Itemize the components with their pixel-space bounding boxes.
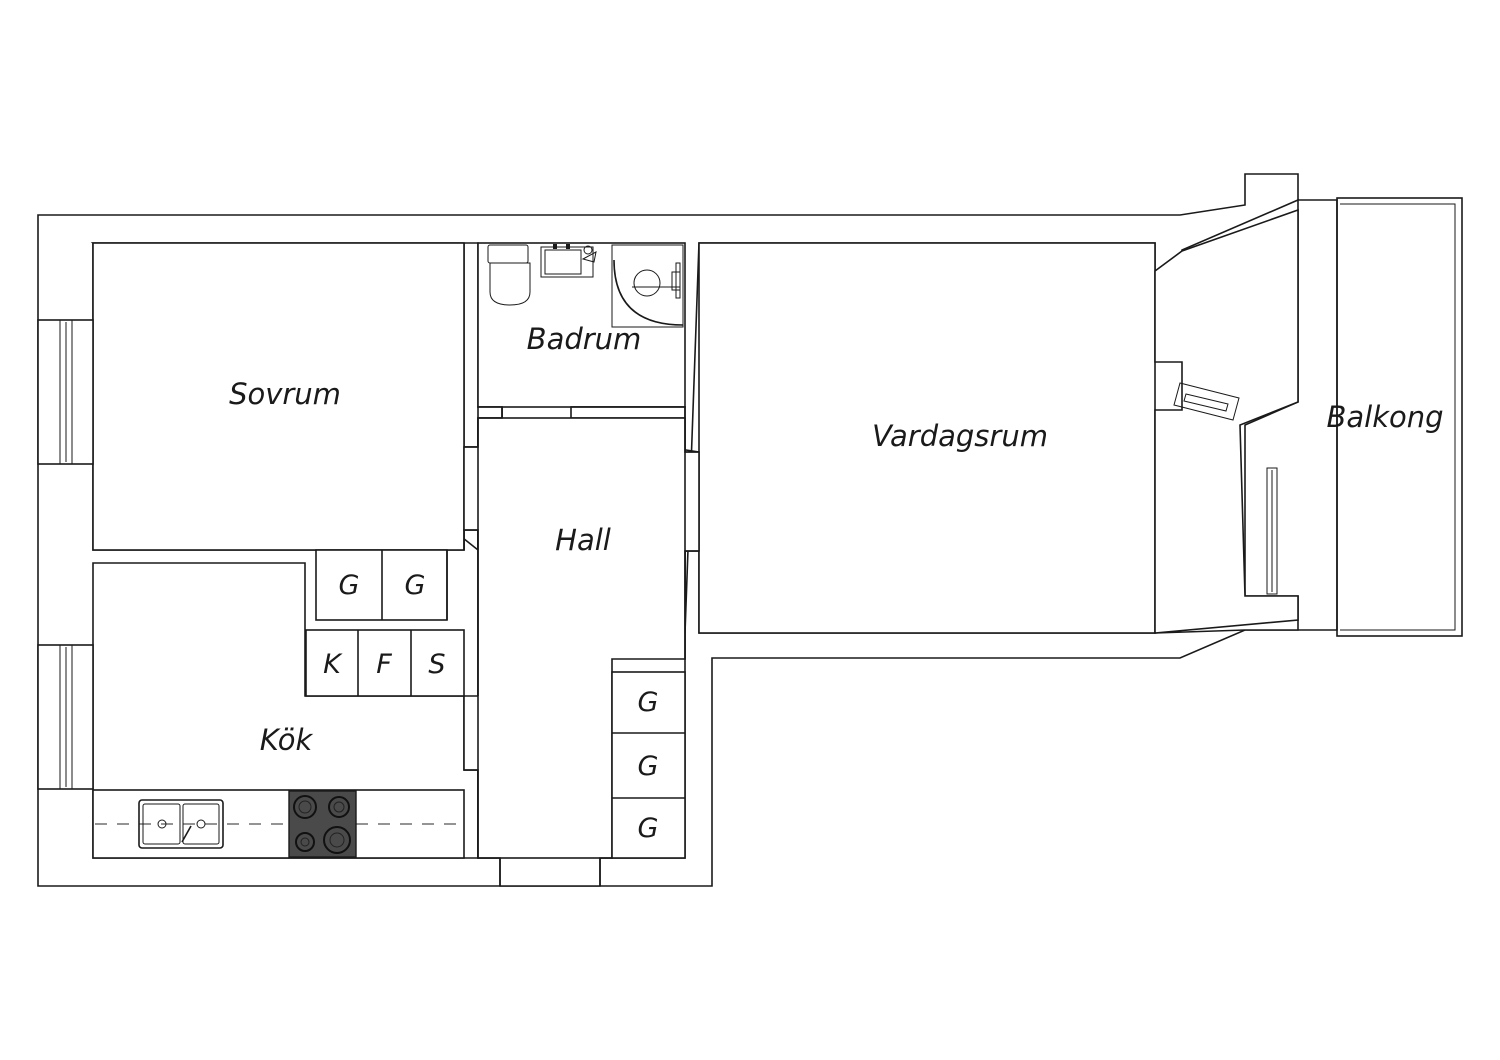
stove-icon — [288, 790, 357, 858]
freezer-label: F — [376, 649, 392, 680]
bedroom-room — [92, 242, 465, 551]
wardrobe-label: G — [339, 570, 360, 601]
toilet-icon — [487, 244, 531, 306]
shower-icon — [611, 244, 684, 328]
hall-wall-left-lower — [464, 769, 501, 886]
kitchen-tall-units — [305, 629, 465, 697]
storage-label: S — [428, 649, 445, 680]
balcony-inner-edge — [1340, 203, 1456, 631]
hall-wall-left — [464, 406, 503, 448]
room-label-bathroom: Badrum — [527, 322, 642, 356]
window-living-room — [1266, 467, 1278, 595]
room-label-living-room: Vardagsrum — [872, 419, 1048, 453]
wardrobe-label: G — [638, 687, 659, 718]
wardrobe-label: G — [638, 813, 659, 844]
room-label-balcony: Balkong — [1326, 400, 1443, 434]
living-room-alcove — [1154, 208, 1299, 634]
sink-icon — [138, 799, 224, 849]
wardrobe-label: G — [638, 751, 659, 782]
window-living-room-angled — [1173, 382, 1240, 421]
washbasin-icon — [540, 244, 597, 278]
window-kitchen — [37, 644, 94, 790]
kitchen-counter — [92, 789, 465, 859]
wardrobe-label: G — [405, 570, 426, 601]
fridge-label: K — [323, 649, 343, 680]
room-label-bedroom: Sovrum — [229, 377, 341, 411]
balcony-outline — [1336, 197, 1463, 637]
hall-wardrobes — [611, 671, 686, 859]
window-bedroom — [37, 319, 94, 465]
living-room-main — [698, 242, 1156, 634]
hall-wall-right — [571, 406, 699, 453]
room-label-hall: Hall — [555, 523, 611, 557]
bedroom-wardrobes — [315, 549, 448, 621]
hall-wall-middle — [463, 529, 479, 696]
hall-wall-right-lower — [599, 550, 699, 886]
room-label-kitchen: Kök — [260, 723, 314, 757]
